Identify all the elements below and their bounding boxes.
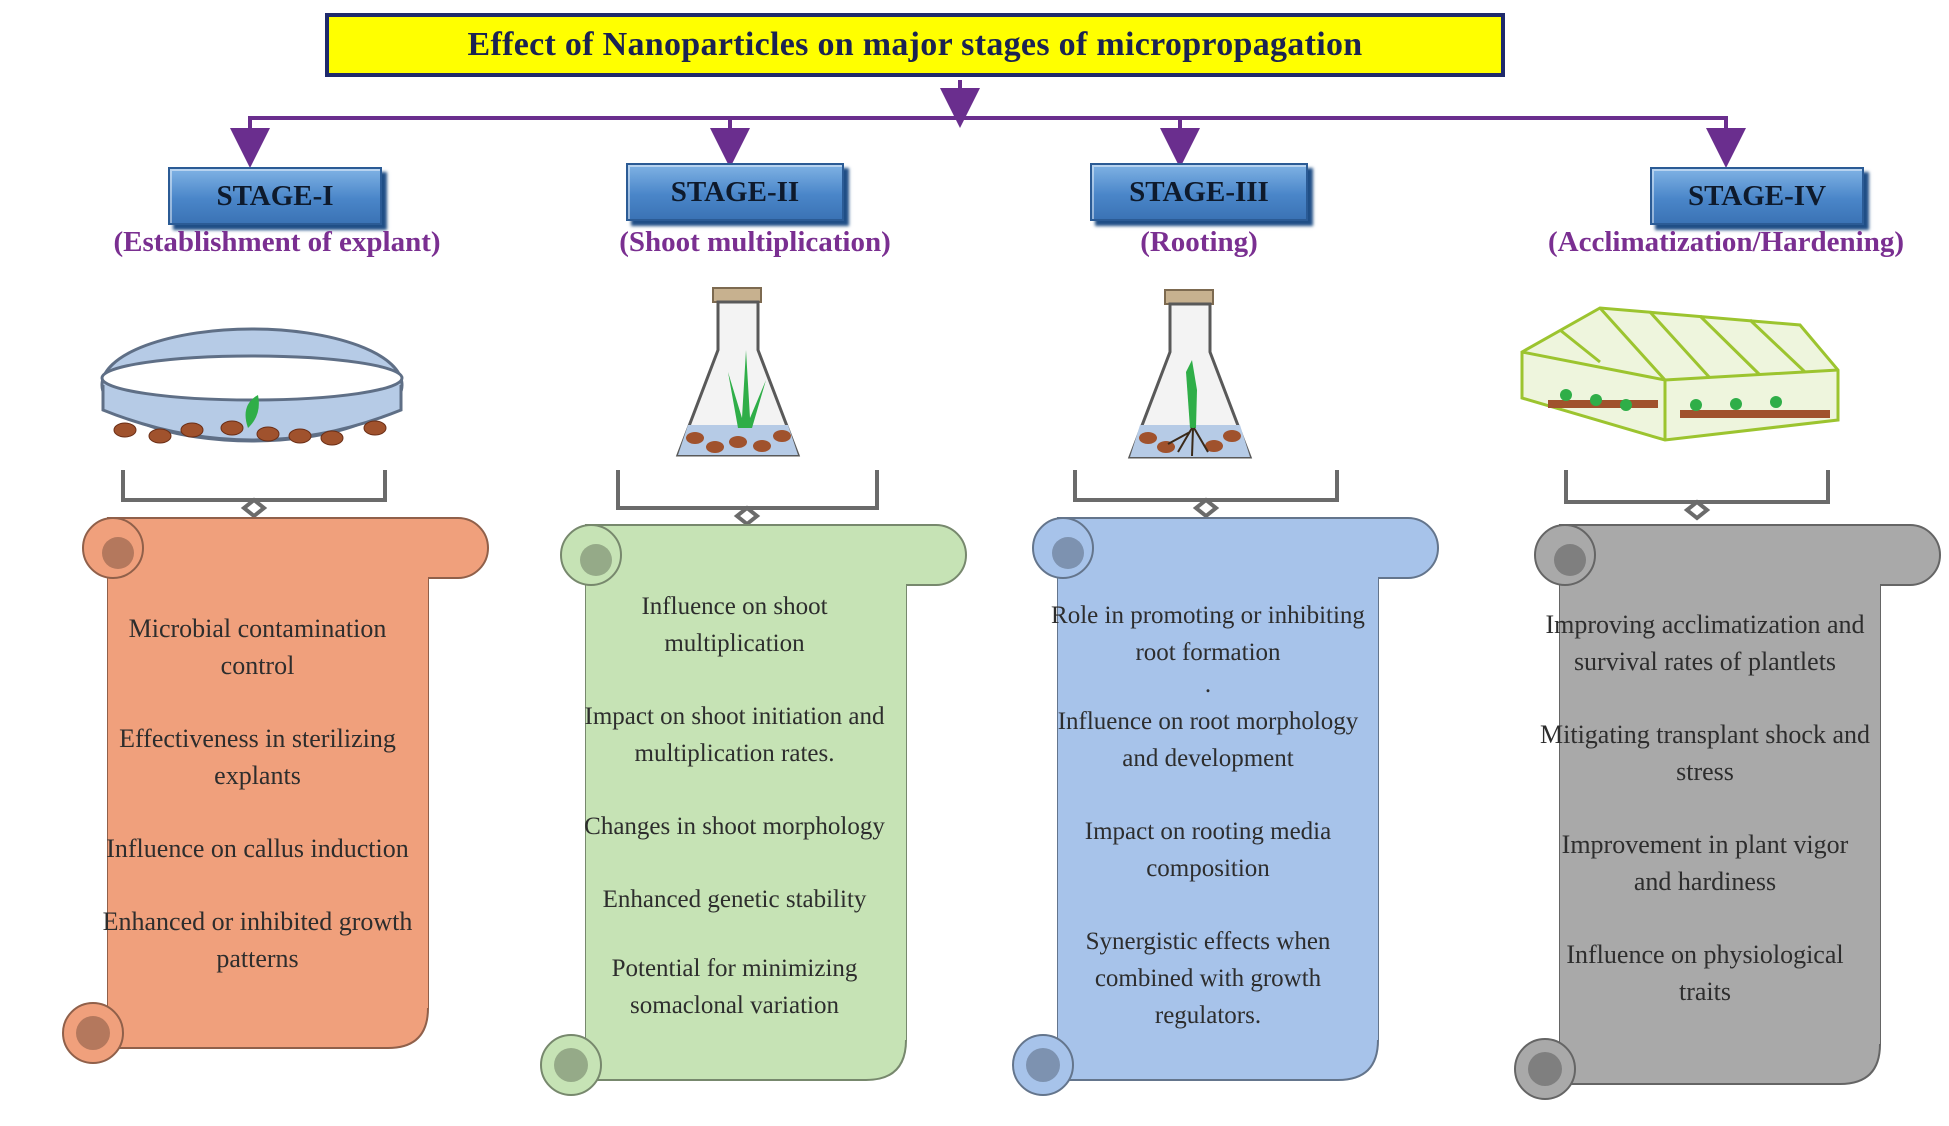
diagram-title: Effect of Nanoparticles on major stages … (325, 13, 1505, 77)
scroll-body-fill (108, 548, 428, 1008)
stage-3-label: STAGE-III (1090, 163, 1308, 221)
scroll-bottom-curl-inner (1026, 1048, 1060, 1082)
stage-1-effect-4: Enhanced or inhibited growth patterns (102, 907, 413, 973)
scroll-bottom-curl-inner (76, 1016, 110, 1050)
stage-1-label: STAGE-I (168, 167, 382, 225)
stage-2-effect-1: Influence on shoot multiplication (641, 593, 828, 657)
scroll-top-curl-inner (1052, 537, 1084, 569)
flask-roots-icon (1127, 289, 1253, 459)
scroll-top-curl-inner (580, 544, 612, 576)
scroll-bottom-curl-inner (1528, 1052, 1562, 1086)
scroll-body-fill (1058, 548, 1378, 1040)
stage-3-effect-5: Synergistic effects when combined with g… (1085, 928, 1331, 1029)
stage-2-effect-2: Impact on shoot initiation and multiplic… (584, 703, 885, 767)
scroll-bottom-curl-inner (554, 1048, 588, 1082)
stage-2-effects: Influence on shoot multiplication Impact… (572, 588, 897, 1060)
stage-4-label: STAGE-IV (1650, 167, 1864, 225)
stage-4-effects: Improving acclimatization and survival r… (1540, 606, 1870, 1046)
scroll-body-fill (586, 555, 906, 1040)
stage-4-effect-2: Mitigating transplant shock and stress (1540, 720, 1871, 786)
scroll-top-curl-inner (102, 537, 134, 569)
stage-3-effects: Role in promoting or inhibiting root for… (1043, 597, 1373, 1070)
stage-4-effect-3: Improvement in plant vigor and hardiness (1561, 830, 1849, 896)
petri-dish-icon (100, 327, 404, 446)
greenhouse-icon (1520, 306, 1840, 442)
stage-1-effect-1: Microbial contamination control (128, 614, 387, 680)
stage-3-effect-4: Impact on rooting media composition (1084, 818, 1332, 882)
scroll-stage-2 (540, 524, 967, 1096)
bracket-lines (121, 470, 1830, 527)
stage-2-effect-4: Enhanced genetic stability (602, 886, 867, 913)
connector-lines (230, 80, 1746, 168)
stage-3-effect-2: . (1204, 671, 1212, 698)
stage-2-label: STAGE-II (626, 163, 844, 221)
stage-3-subtitle: (Rooting) (1140, 226, 1258, 258)
stage-1-effect-2: Effectiveness in sterilizing explants (119, 724, 396, 790)
stage-4-effect-4: Influence on physiological traits (1566, 940, 1844, 1006)
stage-4-effect-1: Improving acclimatization and survival r… (1545, 610, 1865, 676)
stage-2-subtitle: (Shoot multiplication) (619, 226, 891, 258)
scroll-stage-3 (1012, 517, 1439, 1096)
scroll-stage-4 (1514, 524, 1941, 1100)
stage-2-effect-3: Changes in shoot morphology (584, 813, 885, 840)
stage-1-subtitle: (Establishment of explant) (113, 226, 441, 258)
stage-4-subtitle: (Acclimatization/Hardening) (1547, 226, 1905, 258)
stage-2-effect-5: Potential for minimizing somaclonal vari… (611, 955, 858, 1019)
stage-1-effects: Microbial contamination control Effectiv… (95, 610, 420, 1013)
scroll-body-fill (1560, 555, 1880, 1044)
flask-shoots-icon (675, 287, 801, 457)
stage-3-effect-1: Role in promoting or inhibiting root for… (1051, 602, 1365, 666)
stage-3-effect-3: Influence on root morphology and develop… (1057, 708, 1359, 772)
scroll-stage-1 (62, 517, 489, 1064)
scroll-top-curl-inner (1554, 544, 1586, 576)
stage-1-effect-3: Influence on callus induction (106, 834, 409, 863)
